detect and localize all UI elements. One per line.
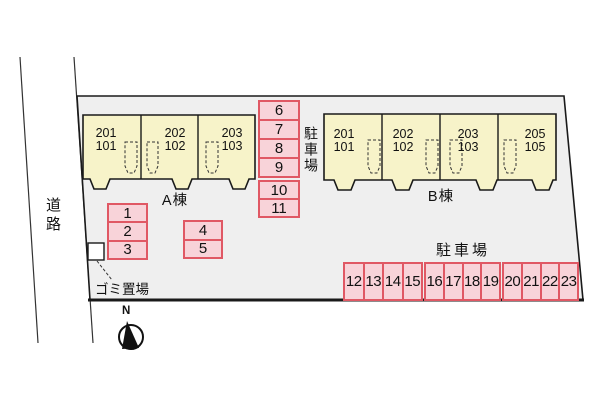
building-a-unit-3-label: 203 103 xyxy=(210,127,254,153)
unit-number-lower: 102 xyxy=(164,139,186,153)
building-a-entry-dashed-1 xyxy=(124,141,138,174)
building-a-entry-dashed-3 xyxy=(205,141,219,174)
building-b-entry-dashed-2 xyxy=(425,139,439,174)
parking-column-group-upper: 6 7 8 9 xyxy=(258,100,300,178)
parking-spot-5: 5 xyxy=(185,238,221,257)
parking-spot-23: 23 xyxy=(558,264,577,299)
building-b-unit-1-label: 201 101 xyxy=(322,128,366,154)
parking-west-group-a: 1 2 3 xyxy=(107,203,148,260)
compass-north-letter: N xyxy=(122,305,131,317)
building-b-unit-4-label: 205 105 xyxy=(513,128,557,154)
parking-spot-21: 21 xyxy=(520,264,540,299)
unit-number-upper: 202 xyxy=(392,127,414,141)
parking-south-row-group-1: 12 13 14 15 xyxy=(343,262,423,301)
unit-number-lower: 103 xyxy=(221,139,243,153)
parking-spot-12: 12 xyxy=(345,273,362,290)
unit-number-upper: 203 xyxy=(457,127,479,141)
garbage-leader-dashed-line xyxy=(96,260,113,281)
parking-south-row-group-3: 20 21 22 23 xyxy=(502,262,579,301)
parking-west-group-b: 4 5 xyxy=(183,220,223,259)
unit-number-lower: 105 xyxy=(524,140,546,154)
building-a-name: A棟 xyxy=(161,193,189,209)
parking-spot-11: 11 xyxy=(260,198,298,216)
road-west-edge-line xyxy=(19,56,39,344)
building-a-outline xyxy=(82,114,256,190)
building-a-unit-1-label: 201 101 xyxy=(84,127,128,153)
unit-number-upper: 201 xyxy=(333,127,355,141)
road-label: 道路 xyxy=(44,197,61,235)
parking-spot-10: 10 xyxy=(270,182,288,198)
building-a-entry-dashed-2 xyxy=(146,141,159,174)
parking-spot-18: 18 xyxy=(461,264,481,299)
building-a-unit-2-label: 202 102 xyxy=(153,127,197,153)
parking-south-row-group-2: 16 17 18 19 xyxy=(424,262,501,301)
parking-spot-22: 22 xyxy=(539,264,559,299)
parking-spot-4: 4 xyxy=(198,222,208,239)
garbage-area-label: ゴミ置場 xyxy=(95,282,149,297)
parking-spot-17: 17 xyxy=(442,264,462,299)
building-b-name: B棟 xyxy=(427,189,455,205)
compass-north-icon xyxy=(118,321,144,350)
parking-spot-19: 19 xyxy=(480,264,499,299)
unit-number-upper: 203 xyxy=(221,126,243,140)
parking-spot-14: 14 xyxy=(382,264,402,299)
building-b-entry-dashed-3 xyxy=(449,139,463,174)
parking-spot-6: 6 xyxy=(274,102,284,119)
garbage-area-square xyxy=(87,242,105,261)
parking-column-group-lower: 10 11 xyxy=(258,180,300,218)
parking-spot-7: 7 xyxy=(260,119,298,138)
unit-number-lower: 102 xyxy=(392,140,414,154)
parking-row-label: 駐車場 xyxy=(436,242,491,259)
parking-spot-16: 16 xyxy=(426,273,443,290)
unit-number-lower: 101 xyxy=(333,140,355,154)
parking-spot-20: 20 xyxy=(504,273,521,290)
parking-spot-13: 13 xyxy=(362,264,383,299)
unit-number-upper: 201 xyxy=(95,126,117,140)
building-b-entry-dashed-4 xyxy=(503,139,517,174)
parking-spot-3: 3 xyxy=(109,239,146,258)
parking-spot-9: 9 xyxy=(260,157,298,176)
parking-spot-2: 2 xyxy=(109,221,146,240)
parking-column-label: 駐車場 xyxy=(303,126,319,174)
unit-number-lower: 103 xyxy=(457,140,479,154)
unit-number-upper: 202 xyxy=(164,126,186,140)
building-b-unit-2-label: 202 102 xyxy=(381,128,425,154)
parking-spot-1: 1 xyxy=(123,205,132,222)
building-b-unit-3-label: 203 103 xyxy=(446,128,490,154)
building-b-entry-dashed-1 xyxy=(367,139,381,174)
parking-spot-15: 15 xyxy=(401,264,422,299)
parking-spot-8: 8 xyxy=(260,138,298,157)
unit-number-lower: 101 xyxy=(95,139,117,153)
unit-number-upper: 205 xyxy=(524,127,546,141)
compass-needle xyxy=(122,321,139,349)
